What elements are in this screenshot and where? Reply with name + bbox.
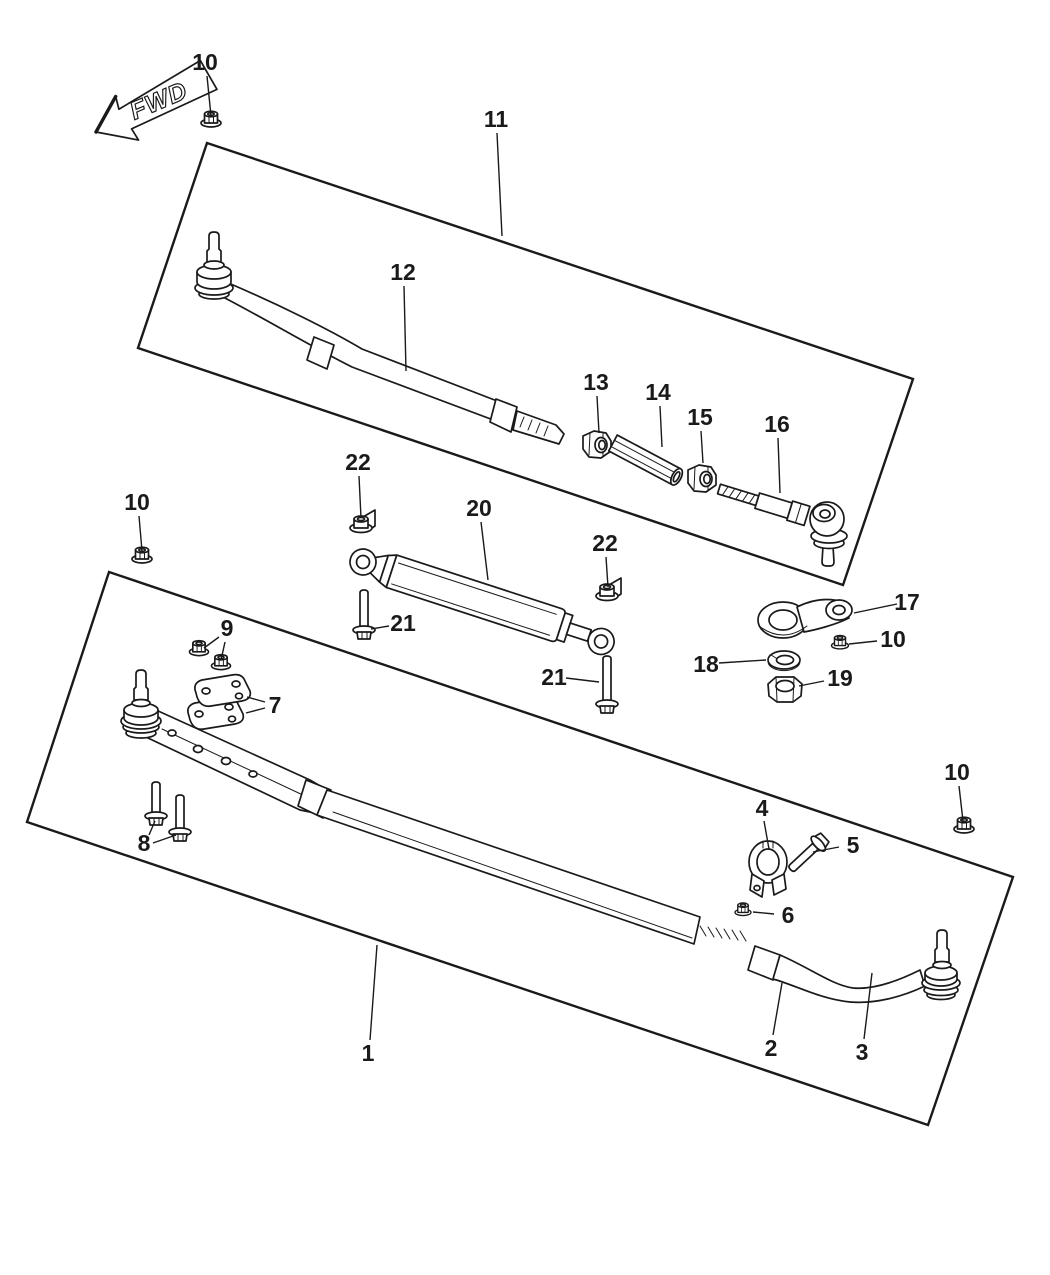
callout-20-steering-damper: 20 (466, 495, 492, 521)
fwd-label: FWD (126, 76, 192, 125)
callout-leader-4 (763, 820, 770, 850)
bolt-8-a (144, 781, 168, 826)
callout-leader-12 (403, 285, 407, 372)
nut-6 (734, 902, 752, 917)
steering-damper (349, 548, 615, 656)
tie-rod-ball-joint-right (921, 929, 961, 1001)
callout-17-steering-arm: 17 (894, 589, 920, 615)
bolt-8-b (168, 794, 192, 842)
tie-rod-clamp (748, 840, 788, 898)
callout-leader-16 (777, 437, 781, 494)
callout-16-tie-rod-end: 16 (764, 411, 790, 437)
callout-10-hex-flange-nut: 10 (192, 49, 218, 75)
callout-leader-9 (203, 636, 220, 649)
nut-9-b (210, 653, 232, 671)
callout-leader-13 (596, 395, 600, 434)
callout-14-adjuster-sleeve: 14 (645, 379, 671, 405)
callout-leader-7 (246, 696, 266, 703)
callout-leader-14 (659, 405, 663, 448)
clamp-bolt (788, 832, 830, 873)
callout-11-drag-link-assembly: 11 (484, 106, 509, 132)
adjuster-sleeve (607, 434, 684, 486)
callout-1-tie-rod-assembly: 1 (362, 1040, 375, 1066)
jam-nut-15 (687, 464, 717, 493)
callout-leader-21 (565, 677, 600, 683)
bolt-21-a (352, 589, 376, 640)
drag-link-clamp-band (306, 336, 335, 370)
callout-10-hex-flange-nut: 10 (880, 626, 906, 652)
callout-leader-22 (605, 556, 609, 588)
callout-leader-6 (752, 911, 775, 915)
callout-22-clip-nut: 22 (592, 530, 618, 556)
hardware-layer (131, 110, 975, 917)
callout-9-hex-flange-nut: 9 (221, 615, 234, 641)
hex-nut-19 (767, 676, 803, 703)
callout-leader-8 (148, 820, 156, 836)
drag-link-group-outline (136, 141, 915, 587)
callout-leader-22 (358, 475, 362, 519)
callout-leader-10 (206, 75, 212, 117)
callout-3-tie-rod-end-right: 3 (856, 1039, 869, 1065)
callout-leader-19 (798, 680, 825, 687)
callout-2-tie-rod-tube: 2 (765, 1035, 778, 1061)
callout-6-clamp-nut: 6 (782, 902, 795, 928)
bolt-21-b (595, 655, 619, 714)
callout-10-hex-flange-nut: 10 (944, 759, 970, 785)
callout-19-hex-nut: 19 (827, 665, 853, 691)
drag-link-adjuster-band (489, 398, 518, 433)
nut-10-right (953, 816, 975, 834)
callout-12-drag-link: 12 (390, 259, 416, 285)
callout-leader-20 (480, 521, 489, 581)
callout-leader-11 (496, 132, 503, 237)
callout-leader-21 (370, 625, 390, 630)
nut-22-b (595, 577, 622, 602)
callout-18-lock-washer: 18 (693, 651, 719, 677)
tie-rod-ball-joint-left (120, 669, 162, 739)
callout-leader-7 (245, 707, 266, 714)
callout-5-clamp-bolt: 5 (847, 832, 860, 858)
tie-rod-end-16 (716, 483, 848, 567)
callout-leader-18 (718, 659, 767, 664)
nut-10-mid (830, 634, 850, 650)
drag-link (220, 281, 565, 445)
callout-8-bolt: 8 (138, 830, 151, 856)
callout-leader-10 (848, 640, 878, 645)
callout-21-bolt: 21 (390, 610, 416, 636)
mounting-plates (187, 673, 252, 731)
callout-leader-3 (863, 972, 873, 1040)
callout-leader-1 (369, 944, 378, 1041)
callout-21-bolt: 21 (541, 664, 567, 690)
tie-rod-group-outline (25, 570, 1015, 1127)
callout-leader-17 (853, 603, 898, 614)
callout-leader-10 (138, 515, 143, 552)
tie-rod (147, 709, 926, 1004)
callout-22-clip-nut: 22 (345, 449, 371, 475)
nut-10-left (131, 546, 153, 564)
callout-7-mounting-plates: 7 (269, 692, 282, 718)
nut-9-a (188, 639, 210, 657)
callout-4-clamp: 4 (756, 795, 769, 821)
callout-leader-9 (220, 641, 226, 661)
callout-15-jam-nut: 15 (687, 404, 713, 430)
jam-nut-13 (582, 430, 612, 459)
steering-arm (757, 598, 853, 639)
callout-leader-15 (700, 430, 704, 464)
callout-leader-2 (772, 982, 783, 1036)
callout-leader-8 (152, 834, 177, 844)
callout-13-jam-nut: 13 (583, 369, 609, 395)
nut-22-a (349, 509, 376, 534)
group-outline-layer (25, 141, 1015, 1127)
drag-link-ball-joint (194, 231, 234, 300)
lock-washer-18 (767, 650, 801, 672)
callout-leader-10 (958, 785, 964, 822)
callout-leader-5 (812, 846, 840, 853)
callout-10-hex-flange-nut: 10 (124, 489, 150, 515)
